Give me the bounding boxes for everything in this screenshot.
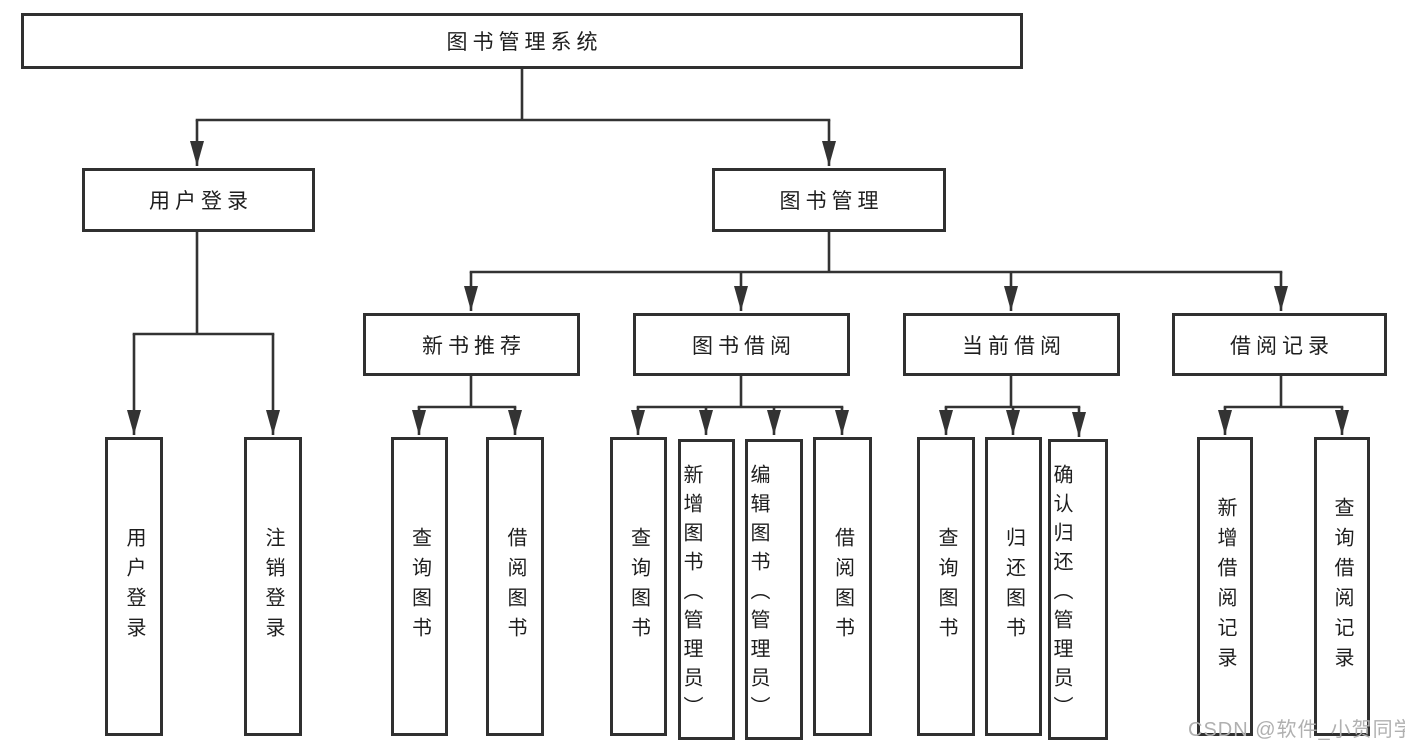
leaf-label: 新增借阅记录	[1214, 496, 1236, 677]
node-user-login: 用户登录	[82, 168, 315, 232]
leaf-label: 注销登录	[262, 526, 284, 647]
leaf-return-books: 归还图书	[985, 437, 1042, 736]
leaf-add-books-admin: 新增图书（管理员）	[678, 439, 735, 740]
leaf-label: 借阅图书	[504, 526, 526, 647]
leaf-label: 归还图书	[1002, 526, 1025, 647]
leaf-borrow-books: 借阅图书	[813, 437, 872, 736]
node-label: 用户登录	[149, 190, 253, 213]
node-label: 当前借阅	[962, 334, 1066, 358]
leaf-borrow-books-recommend: 借阅图书	[486, 437, 544, 736]
node-label: 新书推荐	[422, 334, 526, 358]
node-new-book-recommend: 新书推荐	[363, 313, 580, 376]
leaf-confirm-return-admin: 确认归还（管理员）	[1048, 439, 1108, 740]
leaf-label: 查询图书	[627, 526, 650, 647]
leaf-label: 借阅图书	[831, 526, 854, 647]
leaf-label: 查询图书	[408, 526, 431, 647]
node-label: 借阅记录	[1230, 334, 1334, 358]
leaf-label: 编辑图书（管理员）	[747, 463, 769, 725]
watermark-text: CSDN @软件_小贺同学	[1188, 719, 1405, 741]
node-label: 图书借阅	[692, 334, 796, 358]
leaf-user-login: 用户登录	[105, 437, 163, 736]
node-system-root: 图书管理系统	[21, 13, 1023, 69]
leaf-label: 查询借阅记录	[1331, 496, 1353, 677]
node-label: 图书管理系统	[446, 31, 603, 54]
leaf-query-borrow-record: 查询借阅记录	[1314, 437, 1370, 736]
node-book-borrow: 图书借阅	[633, 313, 850, 376]
leaf-add-borrow-record: 新增借阅记录	[1197, 437, 1253, 736]
node-current-borrow: 当前借阅	[903, 313, 1120, 376]
node-borrow-records: 借阅记录	[1172, 313, 1387, 376]
leaf-query-books-recommend: 查询图书	[391, 437, 448, 736]
leaf-label: 查询图书	[935, 526, 957, 647]
leaf-label: 新增图书（管理员）	[680, 463, 702, 725]
leaf-label: 确认归还（管理员）	[1050, 463, 1072, 725]
leaf-label: 用户登录	[123, 526, 145, 647]
node-label: 图书管理	[779, 190, 884, 213]
leaf-query-books-borrow: 查询图书	[610, 437, 667, 736]
leaf-edit-books-admin: 编辑图书（管理员）	[745, 439, 803, 740]
leaf-logout: 注销登录	[244, 437, 302, 736]
leaf-query-books-current: 查询图书	[917, 437, 975, 736]
node-book-management: 图书管理	[712, 168, 946, 232]
